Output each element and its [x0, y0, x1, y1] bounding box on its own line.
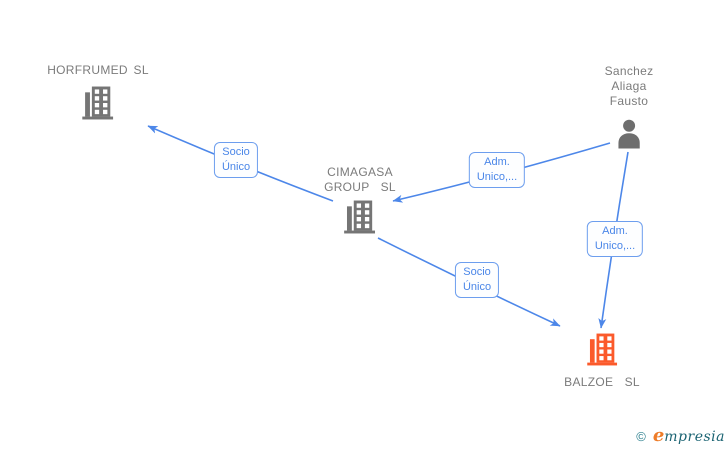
node-horfrumed[interactable]: HORFRUMED SL — [47, 63, 149, 120]
building-icon — [344, 200, 376, 234]
edge-label-socio-unico-2[interactable]: Socio Único — [454, 262, 500, 298]
edge-label-adm-unico-1[interactable]: Adm. Unico,... — [468, 152, 526, 188]
building-icon — [586, 333, 617, 366]
copyright-icon: © — [636, 429, 646, 444]
edge-label-socio-unico-1[interactable]: Socio Único — [213, 142, 259, 178]
edge-label-adm-unico-2[interactable]: Adm. Unico,... — [586, 221, 644, 257]
building-icon — [82, 86, 114, 120]
brand-name: empresia — [652, 425, 725, 446]
node-sanchez[interactable]: Sanchez Aliaga Fausto — [605, 64, 654, 149]
node-label-balzoe: BALZOE SL — [564, 375, 640, 389]
node-balzoe[interactable]: BALZOE SL — [564, 331, 640, 390]
node-cimagasa[interactable]: CIMAGASA GROUP SL — [324, 165, 396, 234]
node-label-cimagasa: CIMAGASA GROUP SL — [324, 165, 396, 194]
node-label-horfrumed: HORFRUMED SL — [47, 63, 149, 77]
person-icon — [618, 119, 640, 149]
empresia-watermark[interactable]: © empresia — [636, 425, 725, 446]
node-label-sanchez: Sanchez Aliaga Fausto — [604, 64, 654, 108]
